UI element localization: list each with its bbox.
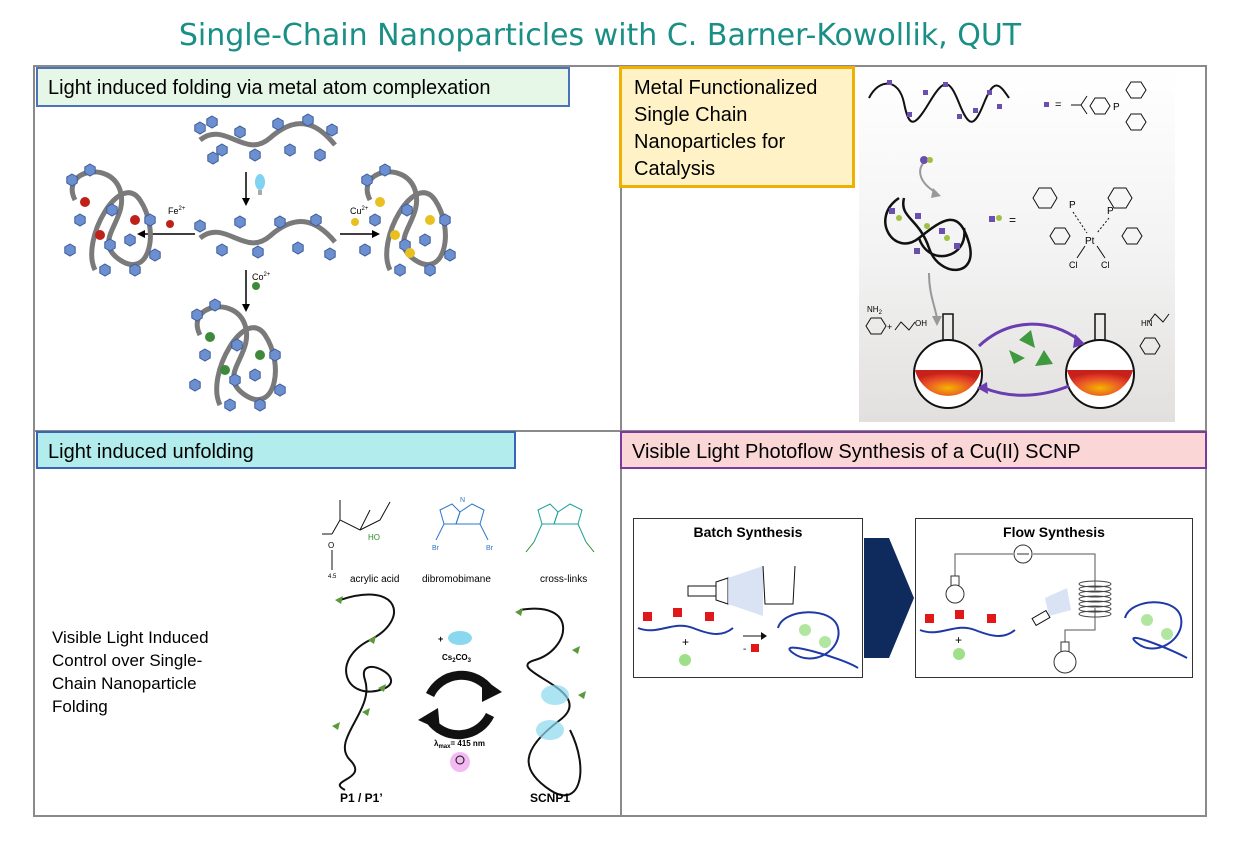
svg-text:+: +: [682, 635, 689, 649]
p1-label: P1 / P1’: [340, 791, 383, 805]
svg-text:+: +: [438, 634, 443, 644]
svg-text:Co2+: Co2+: [252, 272, 271, 282]
folded-scnp-fe: [64, 163, 161, 277]
svg-text:HO: HO: [368, 533, 380, 542]
folded-scnp-co: [189, 298, 286, 412]
batch-synthesis-panel: Batch Synthesis + -: [633, 518, 863, 678]
cu-scnp-product-batch: [777, 611, 859, 669]
unfolded-polymer-middle: [194, 213, 337, 261]
pt-complex-structure: = P P Pt Cl Cl: [989, 187, 1143, 270]
light-wavelength-label: λmax= 415 nm: [434, 739, 485, 772]
svg-text:OH: OH: [915, 319, 927, 328]
svg-text:O: O: [328, 541, 334, 550]
slide-title: Single-Chain Nanoparticles with C. Barne…: [178, 18, 1022, 53]
ligand-definition: = P: [1044, 81, 1147, 131]
flow-reactant: +: [919, 610, 1016, 660]
svg-text:Br: Br: [432, 545, 440, 552]
svg-text:=: =: [1055, 99, 1061, 111]
fe-charge: 2+: [179, 206, 186, 212]
svg-text:4.5: 4.5: [328, 574, 337, 580]
svg-text:P: P: [1069, 200, 1076, 211]
svg-text:λmax= 415 nm: λmax= 415 nm: [434, 739, 485, 750]
flow-light-source: [1031, 588, 1071, 627]
light-bulb-icon: [255, 174, 265, 195]
beaker-icon: [762, 565, 796, 605]
svg-text:NH2: NH2: [867, 305, 883, 316]
catalysis-title-line: Catalysis: [634, 158, 716, 180]
flow-tubing: [954, 544, 1096, 646]
p1-unfolded-chain: [332, 593, 395, 791]
unfolding-panel-title: Light induced unfolding: [36, 431, 516, 469]
catalysis-title-line: Metal Functionalized: [634, 77, 818, 99]
cu-label: Cu: [350, 206, 362, 216]
folded-scnp-cu: [359, 163, 456, 277]
description-line: Visible Light Induced: [52, 628, 209, 647]
description-line: Folding: [52, 697, 108, 716]
recycle-icon: [1009, 330, 1053, 366]
svg-text:Cu2+: Cu2+: [350, 206, 369, 216]
svg-text:Cs2CO3: Cs2CO3: [442, 653, 472, 664]
photoreactor-coil: [1078, 580, 1112, 618]
co-charge: 2+: [264, 272, 271, 278]
batch-title: Batch Synthesis: [694, 524, 803, 540]
catalysis-title-line: Single Chain: [634, 104, 748, 126]
unfolding-scheme: HO O 4.5 acrylic acid Br Br N dibromobim…: [322, 497, 595, 805]
svg-text:=: =: [1009, 213, 1016, 227]
cu-ion-dot: [351, 218, 359, 226]
aniline-reactant: NH2 + OH: [865, 305, 927, 335]
svg-text:-: -: [743, 644, 746, 655]
catalysis-title-line: Nanoparticles for: [634, 131, 786, 153]
unfolding-description: Visible Light Induced Control over Singl…: [52, 626, 242, 718]
co-label: Co: [252, 272, 264, 282]
flow-title: Flow Synthesis: [1003, 524, 1105, 540]
pt-folded-scnp: [884, 196, 972, 272]
collection-flask-icon: [1053, 641, 1077, 674]
ligand-polymer-chain: [868, 80, 1010, 123]
polymer-reactant: +: [637, 608, 734, 666]
description-line: Control over Single-: [52, 651, 203, 670]
svg-text:Cl: Cl: [1069, 260, 1078, 270]
svg-text:+: +: [887, 322, 892, 332]
svg-text:HN: HN: [1141, 319, 1153, 328]
acrylic-acid-label: acrylic acid: [350, 574, 399, 585]
svg-text:Fe2+: Fe2+: [168, 206, 186, 216]
catalysis-panel-title: Metal Functionalized Single Chain Nanopa…: [619, 66, 855, 188]
acrylic-acid-structure: HO O 4.5 acrylic acid: [322, 500, 399, 585]
flashlight-icon: [687, 566, 763, 616]
scnp1-folded-chain: [515, 607, 586, 797]
svg-text:+: +: [955, 633, 962, 647]
base-reagent-label: + Cs2CO3: [438, 631, 472, 664]
cu-scnp-product-flow: [1124, 601, 1188, 659]
cu-charge: 2+: [362, 206, 369, 212]
fe-label: Fe: [168, 206, 179, 216]
dibromobimane-label: dibromobimane: [422, 574, 491, 585]
metal-folding-diagram: Fe2+ Cu2+ Co2+: [64, 113, 456, 412]
svg-text:Pt: Pt: [1085, 236, 1095, 247]
svg-text:Br: Br: [486, 545, 494, 552]
svg-text:P: P: [1107, 206, 1114, 217]
description-line: Chain Nanoparticle: [52, 674, 197, 693]
scnp1-label: SCNP1: [530, 791, 570, 805]
folding-panel-title: Light induced folding via metal atom com…: [36, 67, 570, 107]
allylaniline-product: HN: [1139, 313, 1170, 355]
svg-text:N: N: [460, 497, 465, 504]
crosslinks-label: cross-links: [540, 574, 587, 585]
pt-complex-icon: [920, 156, 933, 164]
svg-text:Cl: Cl: [1101, 260, 1110, 270]
cycle-arrows: [418, 670, 502, 740]
unfolded-polymer-top: [194, 113, 338, 165]
feed-flask-icon: [945, 575, 965, 604]
dibromobimane-structure: [435, 503, 489, 541]
co-ion-dot: [252, 282, 260, 290]
fe-ion-dot: [166, 220, 174, 228]
catalysis-scheme: = P = P P Pt Cl Cl NH2 +: [859, 68, 1175, 422]
reaction-flask-right: [1065, 313, 1135, 409]
photoflow-panel-title: Visible Light Photoflow Synthesis of a C…: [620, 431, 1207, 469]
flow-arrow: [864, 538, 914, 658]
crosslink-structure: [525, 503, 595, 553]
svg-text:P: P: [1113, 102, 1120, 113]
reaction-flask-left: [913, 313, 983, 409]
flow-synthesis-panel: Flow Synthesis +: [915, 518, 1193, 678]
